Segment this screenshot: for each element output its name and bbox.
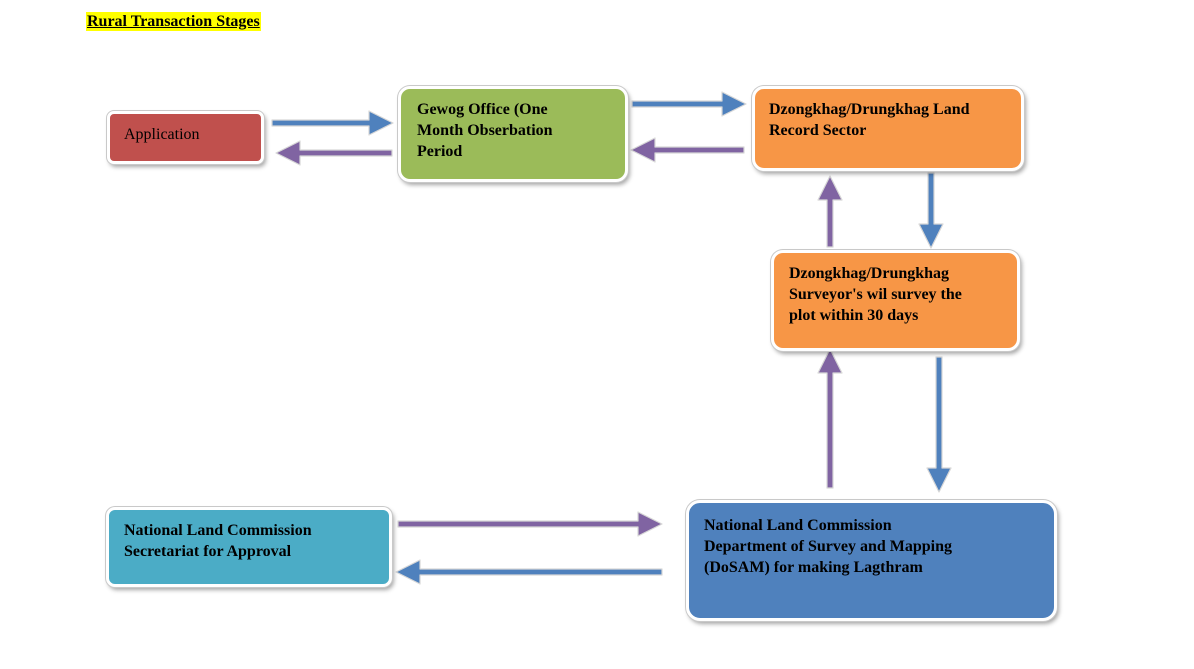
node-application: Application bbox=[107, 111, 264, 164]
arrow-nlc_dosam-to-surveyor bbox=[817, 348, 843, 489]
node-nlc-dosam: National Land Commission Department of S… bbox=[686, 500, 1057, 621]
node-label-line: Period bbox=[417, 143, 463, 160]
arrow-surveyor-to-dzongkhag_land_record bbox=[817, 175, 843, 248]
node-label-line: National Land Commission bbox=[704, 517, 892, 534]
node-label-line: Application bbox=[124, 126, 200, 143]
node-label-line: Dzongkhag/Drungkhag Land bbox=[769, 101, 970, 118]
node-label-line: Department of Survey and Mapping bbox=[704, 538, 953, 555]
node-label-line: plot within 30 days bbox=[789, 307, 919, 324]
arrow-gewog-to-dzongkhag_land_record bbox=[631, 91, 747, 117]
node-label-line: Surveyor's wil survey the bbox=[789, 286, 962, 303]
node-dzongkhag-land-record-sector: Dzongkhag/Drungkhag Land Record Sector bbox=[752, 86, 1024, 171]
node-label-line: Gewog Office (One bbox=[417, 101, 548, 118]
node-label-line: Secretariat for Approval bbox=[124, 543, 292, 560]
arrow-dzongkhag_land_record-to-surveyor bbox=[918, 172, 944, 249]
arrow-gewog-to-application bbox=[275, 140, 393, 166]
arrow-surveyor-to-nlc_dosam bbox=[926, 356, 952, 493]
node-label-line: Dzongkhag/Drungkhag bbox=[789, 265, 950, 282]
arrow-dzongkhag_land_record-to-gewog bbox=[630, 137, 745, 163]
node-gewog-office: Gewog Office (One Month Obserbation Peri… bbox=[398, 86, 628, 182]
arrow-nlc_dosam-to-secretariat bbox=[395, 559, 663, 585]
node-label-line: Record Sector bbox=[769, 122, 867, 139]
arrow-secretariat-to-nlc_dosam bbox=[397, 511, 663, 537]
node-label-line: National Land Commission bbox=[124, 522, 312, 539]
node-label-line: (DoSAM) for making Lagthram bbox=[704, 559, 923, 576]
diagram-title: Rural Transaction Stages bbox=[86, 12, 261, 31]
node-nlc-secretariat: National Land Commission Secretariat for… bbox=[106, 507, 392, 587]
node-label-line: Month Obserbation bbox=[417, 122, 553, 139]
arrow-application-to-gewog bbox=[271, 110, 394, 136]
node-dzongkhag-surveyor: Dzongkhag/Drungkhag Surveyor's wil surve… bbox=[771, 250, 1020, 351]
